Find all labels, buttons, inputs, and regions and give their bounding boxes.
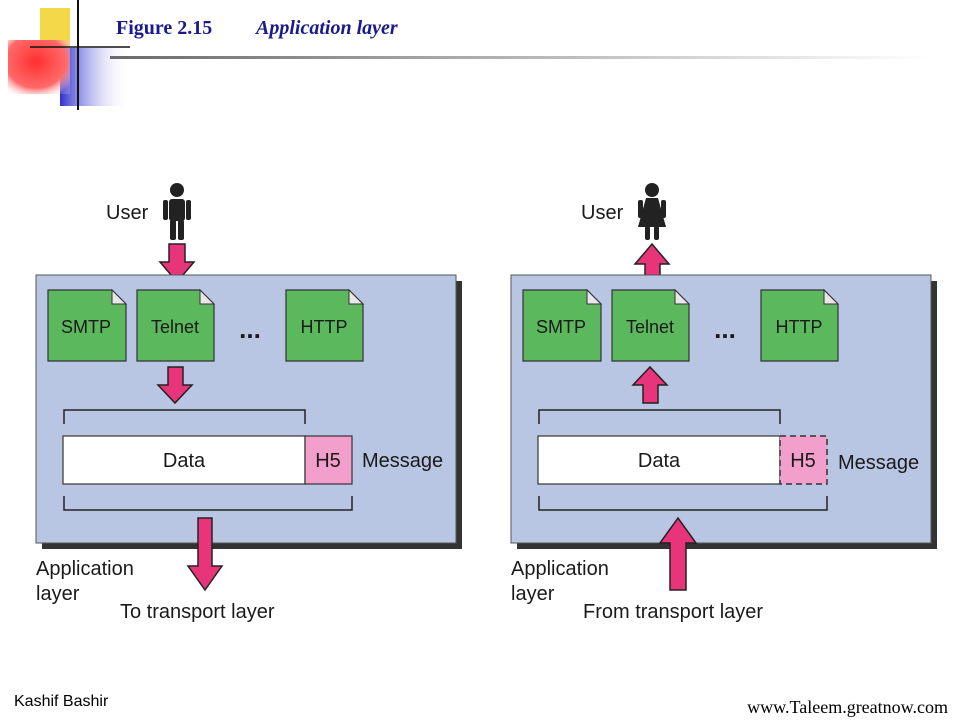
sender-telnet-label: Telnet xyxy=(151,317,199,337)
receiver-data-box xyxy=(537,435,781,485)
receiver-top-bracket xyxy=(538,409,781,424)
sender-data-label: Data xyxy=(163,450,206,472)
receiver-layer-label-line1: Application xyxy=(511,558,609,580)
receiver-smtp-box: SMTP xyxy=(522,288,603,362)
male-user-icon xyxy=(163,183,191,240)
sender-layer-label-line2: layer xyxy=(36,583,80,605)
footer-author: Kashif Bashir xyxy=(14,693,109,710)
sender-transport-label: To transport layer xyxy=(120,601,275,623)
sender-telnet-box: Telnet xyxy=(136,288,216,362)
sender-http-label: HTTP xyxy=(301,317,348,337)
sender-layer-label-line1: Application xyxy=(36,558,134,580)
sender-header-label: H5 xyxy=(315,450,341,472)
sender-user-label: User xyxy=(106,202,149,224)
user-to-app-arrow xyxy=(158,243,196,284)
receiver-ellipsis: ... xyxy=(714,314,736,344)
red-square-decoration xyxy=(8,40,70,94)
sender-smtp-box: SMTP xyxy=(47,288,128,362)
title-underline xyxy=(110,56,930,59)
receiver-data-label: Data xyxy=(638,450,681,472)
receiver-header-box xyxy=(779,435,828,485)
sender-bottom-bracket xyxy=(63,496,353,511)
telnet-to-message-arrow xyxy=(156,366,194,405)
corner-ornament xyxy=(8,0,130,110)
receiver-user-label: User xyxy=(581,202,624,224)
to-transport-arrow xyxy=(186,517,224,592)
sender-smtp-label: SMTP xyxy=(61,317,111,337)
figure-title: Application layer xyxy=(256,17,398,39)
receiver-http-label: HTTP xyxy=(776,317,823,337)
receiver-side: User SMTP Telnet ... HTTP Data H5 Messag… xyxy=(510,183,937,623)
message-to-telnet-arrow xyxy=(631,365,669,404)
sender-header-box xyxy=(304,435,353,485)
receiver-smtp-label: SMTP xyxy=(536,317,586,337)
receiver-header-label: H5 xyxy=(790,450,816,472)
sender-http-box: HTTP xyxy=(285,288,365,362)
receiver-http-box: HTTP xyxy=(760,288,840,362)
sender-top-bracket xyxy=(63,409,306,424)
female-user-icon xyxy=(638,183,666,240)
sender-message-label: Message xyxy=(362,450,443,472)
receiver-message-label: Message xyxy=(838,452,919,474)
figure-number: Figure 2.15 xyxy=(116,17,213,39)
sender-ellipsis: ... xyxy=(239,314,261,344)
receiver-transport-label: From transport layer xyxy=(583,601,763,623)
sender-data-box xyxy=(62,435,306,485)
receiver-layer-label-line2: layer xyxy=(511,583,555,605)
receiver-telnet-label: Telnet xyxy=(626,317,674,337)
receiver-telnet-box: Telnet xyxy=(611,288,691,362)
receiver-bottom-bracket xyxy=(538,496,828,511)
yellow-square-decoration xyxy=(40,8,70,46)
footer-website: www.Taleem.greatnow.com xyxy=(747,697,948,717)
from-transport-arrow xyxy=(658,516,698,591)
sender-side: User SMTP Telnet ... HTTP Data xyxy=(35,183,462,623)
